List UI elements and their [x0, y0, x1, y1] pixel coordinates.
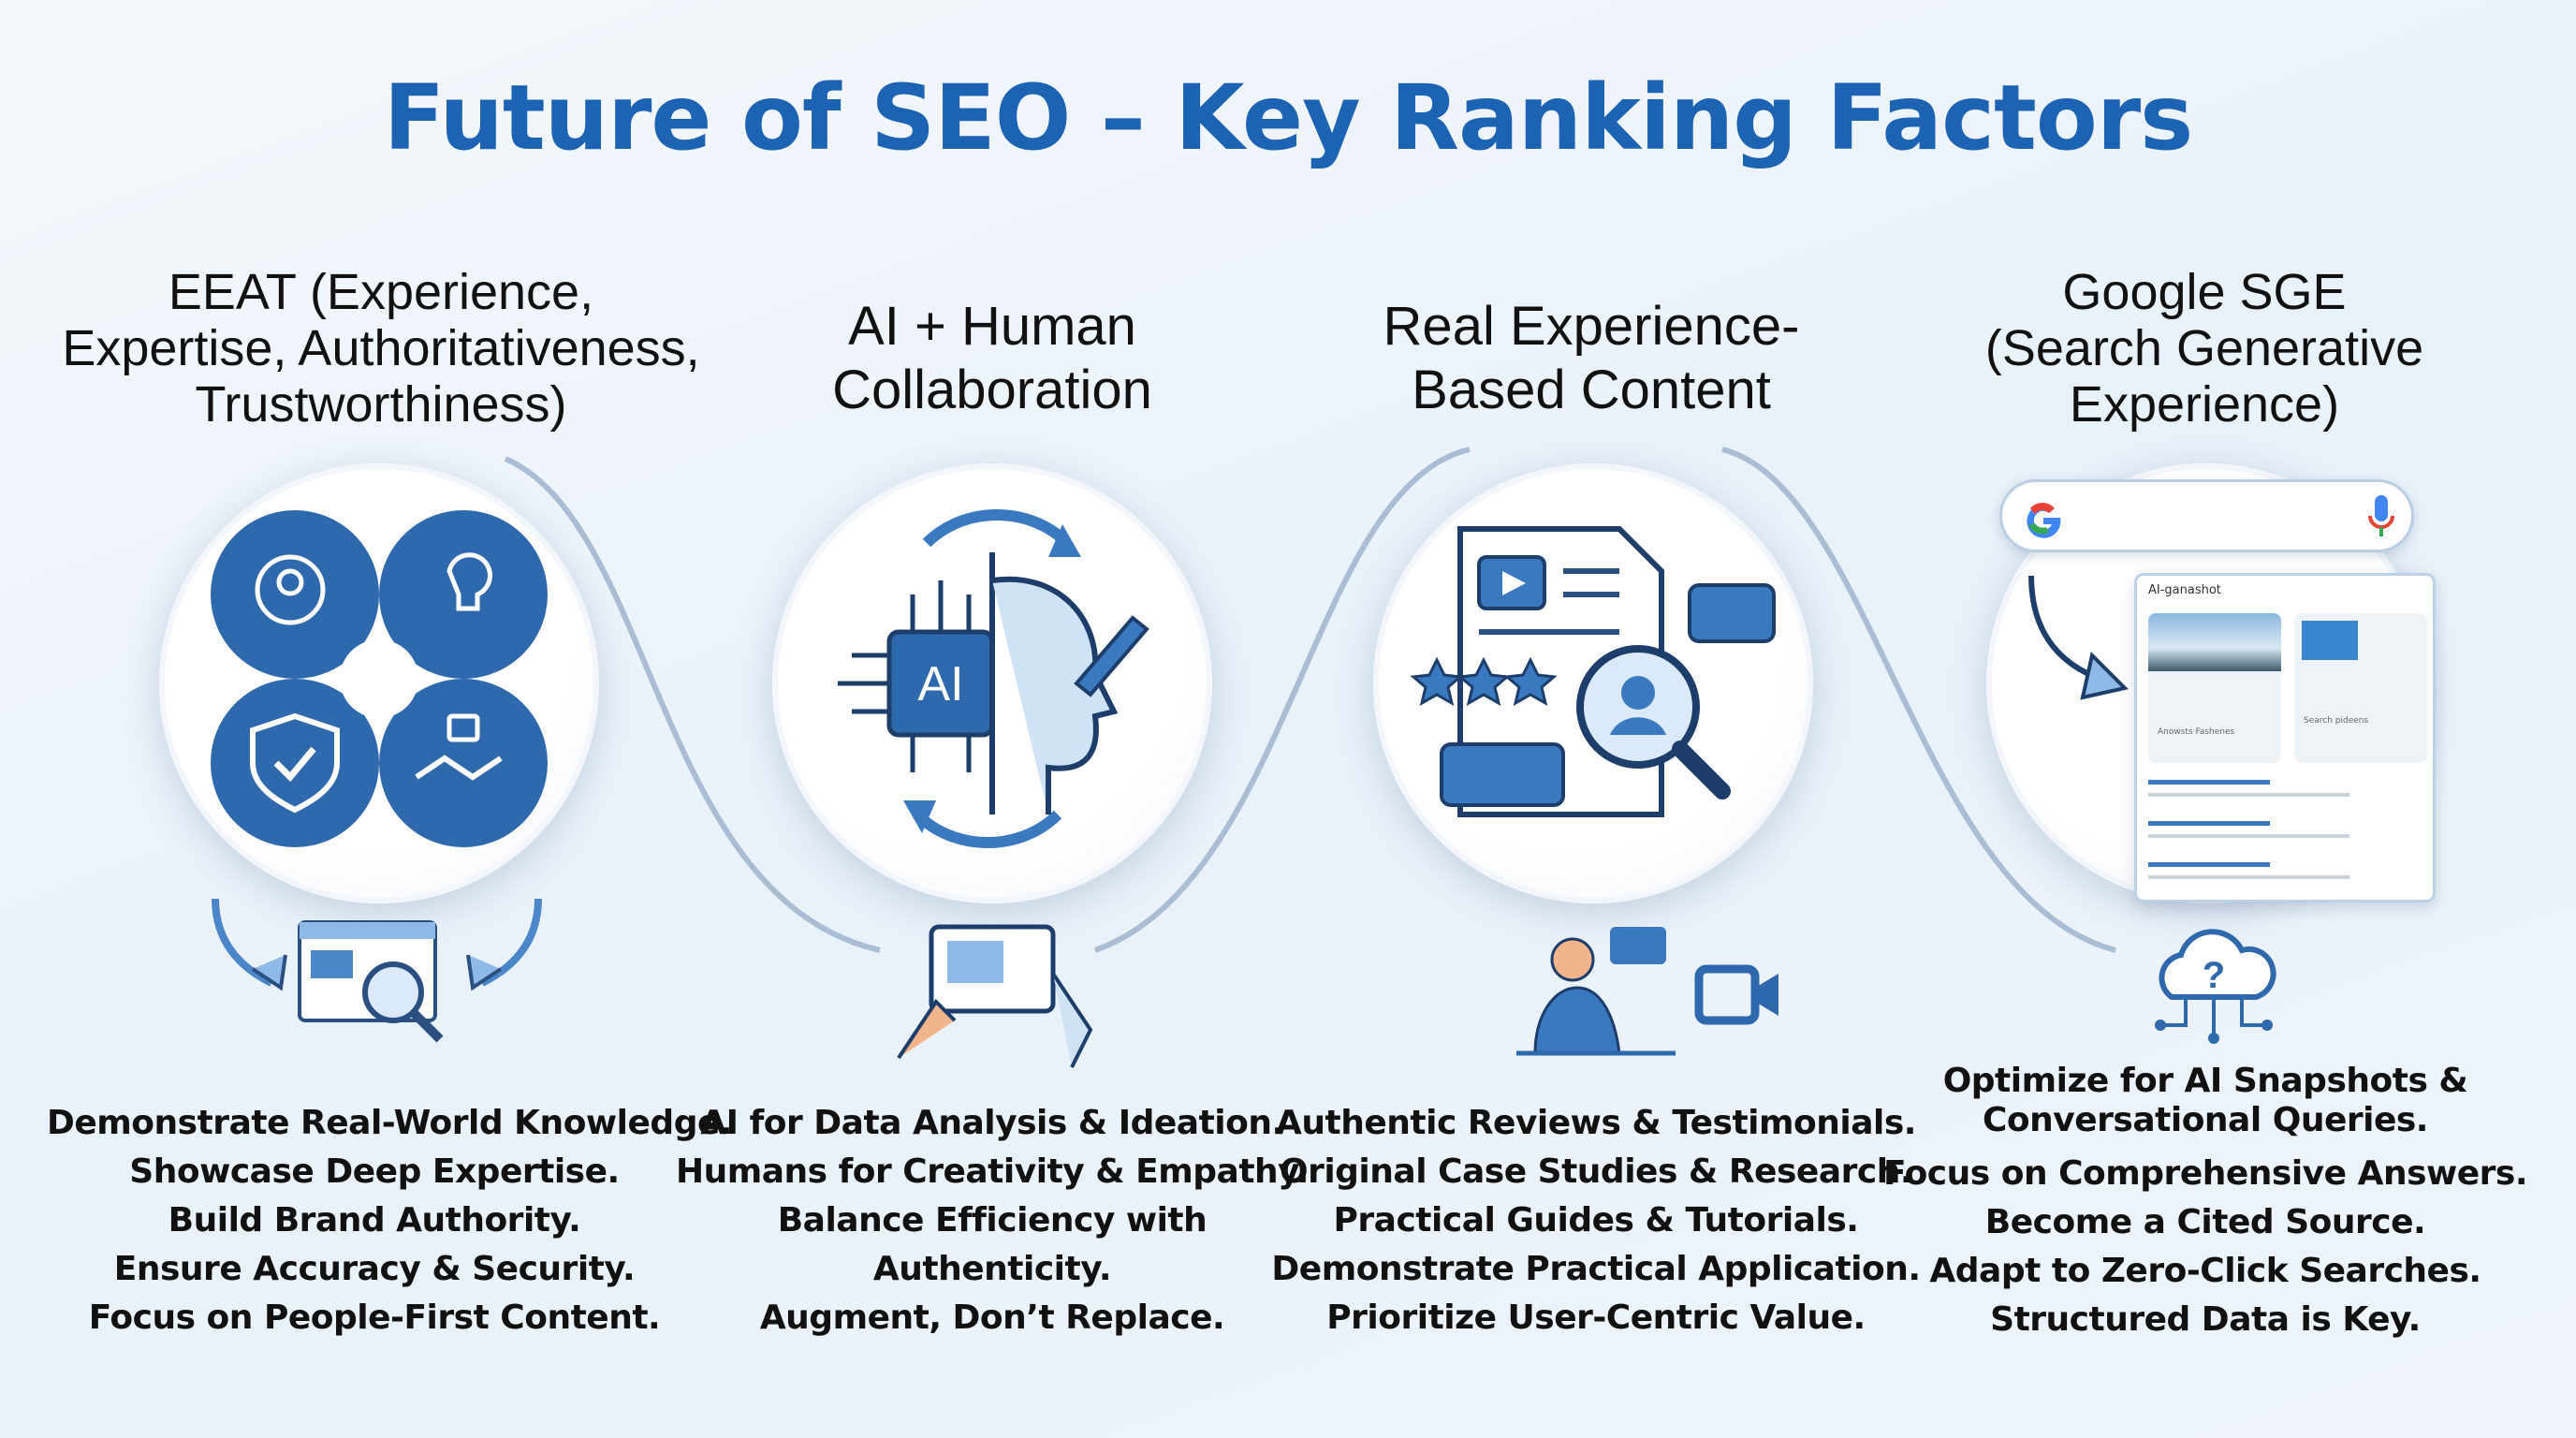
point: Ensure Accuracy & Security.	[113, 1250, 636, 1288]
microphone-icon[interactable]	[2367, 495, 2395, 540]
google-sge-points: Optimize for AI Snapshots & Conversation…	[1878, 1062, 2533, 1344]
point: Become a Cited Source.	[1984, 1203, 2426, 1241]
eeat-heading: EEAT (Experience, Expertise, Authoritati…	[0, 264, 802, 433]
page-title: Future of SEO – Key Ranking Factors	[383, 66, 2194, 170]
point: Adapt to Zero-Click Searches.	[1929, 1252, 2481, 1290]
ai-human-points: AI for Data Analysis & Ideation. Humans …	[665, 1099, 1320, 1343]
real-experience-illustration	[1410, 526, 1776, 817]
real-experience-points: Authentic Reviews & Testimonials. Origin…	[1268, 1099, 1924, 1343]
point: Authenticity.	[872, 1250, 1112, 1288]
point: Practical Guides & Tutorials.	[1333, 1201, 1859, 1240]
eeat-quadrant-icons	[211, 510, 548, 847]
card-source: Anowsts Fashenes	[2158, 727, 2235, 737]
point: Showcase Deep Expertise.	[129, 1152, 620, 1191]
heading-line: Trustworthiness)	[195, 376, 567, 433]
heading-line: Experience)	[2069, 376, 2340, 433]
shield-check-icon	[211, 679, 379, 847]
point: Optimize for AI Snapshots &	[1942, 1062, 2468, 1100]
google-sge-heading: Google SGE (Search Generative Experience…	[1849, 264, 2560, 433]
sge-snapshot-label: AI-ganashot	[2148, 583, 2221, 597]
real-experience-heading: Real Experience- Based Content	[1236, 295, 1947, 422]
heading-line: Google SGE	[2062, 264, 2347, 320]
sge-card: Search pideens	[2294, 613, 2427, 763]
google-g-icon	[2027, 502, 2061, 538]
point: Humans for Creativity & Empathy.	[675, 1152, 1310, 1191]
heading-line: Collaboration	[832, 360, 1152, 420]
google-search-bar-icon[interactable]	[1999, 479, 2414, 552]
heading-line: (Search Generative	[1984, 320, 2424, 376]
point: Demonstrate Real-World Knowledge.	[47, 1104, 733, 1142]
card-source: Search pideens	[2304, 716, 2369, 726]
point: Build Brand Authority.	[168, 1201, 581, 1240]
point: Authentic Reviews & Testimonials.	[1276, 1104, 1916, 1142]
magnifier-user-icon	[1576, 645, 1731, 800]
heading-line: Expertise, Authoritativeness,	[62, 320, 700, 376]
sge-card: Anowsts Fashenes	[2148, 613, 2281, 763]
point: Prioritize User-Centric Value.	[1326, 1299, 1866, 1337]
svg-text:?: ?	[2203, 955, 2225, 996]
ai-human-heading: AI + Human Collaboration	[637, 295, 1348, 422]
svg-text:AI: AI	[917, 657, 963, 712]
point: Balance Efficiency with	[777, 1201, 1208, 1240]
person-video-call-icon	[1516, 927, 1778, 1056]
handshake-lock-icon	[379, 679, 548, 847]
heading-line: Based Content	[1412, 360, 1771, 420]
point: Focus on People-First Content.	[88, 1299, 661, 1337]
point: Demonstrate Practical Application.	[1271, 1250, 1921, 1288]
human-head-pen-icon	[991, 576, 1119, 814]
down-arrow-icon	[2028, 575, 2129, 700]
heading-line: AI + Human	[848, 296, 1136, 357]
ai-chip-icon: AI	[838, 580, 995, 772]
point: Conversational Queries.	[1983, 1101, 2428, 1139]
heading-line: Real Experience-	[1383, 296, 1800, 357]
sge-snapshot-panel: AI-ganashot Anowsts Fashenes Search pide…	[2134, 573, 2436, 902]
point: Augment, Don’t Replace.	[759, 1299, 1225, 1337]
tablet-hands-icon	[897, 924, 1093, 1068]
cloud-question-icon: ?	[2155, 929, 2276, 1044]
ai-human-illustration: AI	[838, 509, 1149, 848]
lightbulb-head-icon	[379, 510, 548, 679]
eeat-points: Demonstrate Real-World Knowledge. Showca…	[47, 1099, 733, 1343]
point: Structured Data is Key.	[1990, 1300, 2421, 1339]
point: Original Case Studies & Research.	[1279, 1152, 1913, 1191]
point: Focus on Comprehensive Answers.	[1882, 1154, 2528, 1193]
heading-line: EEAT (Experience,	[168, 264, 594, 320]
browser-magnifier-icon	[212, 898, 542, 1043]
point: AI for Data Analysis & Ideation.	[700, 1104, 1284, 1142]
chat-bubble-icon	[1688, 583, 1776, 643]
star-rating-icon	[1410, 656, 1558, 706]
